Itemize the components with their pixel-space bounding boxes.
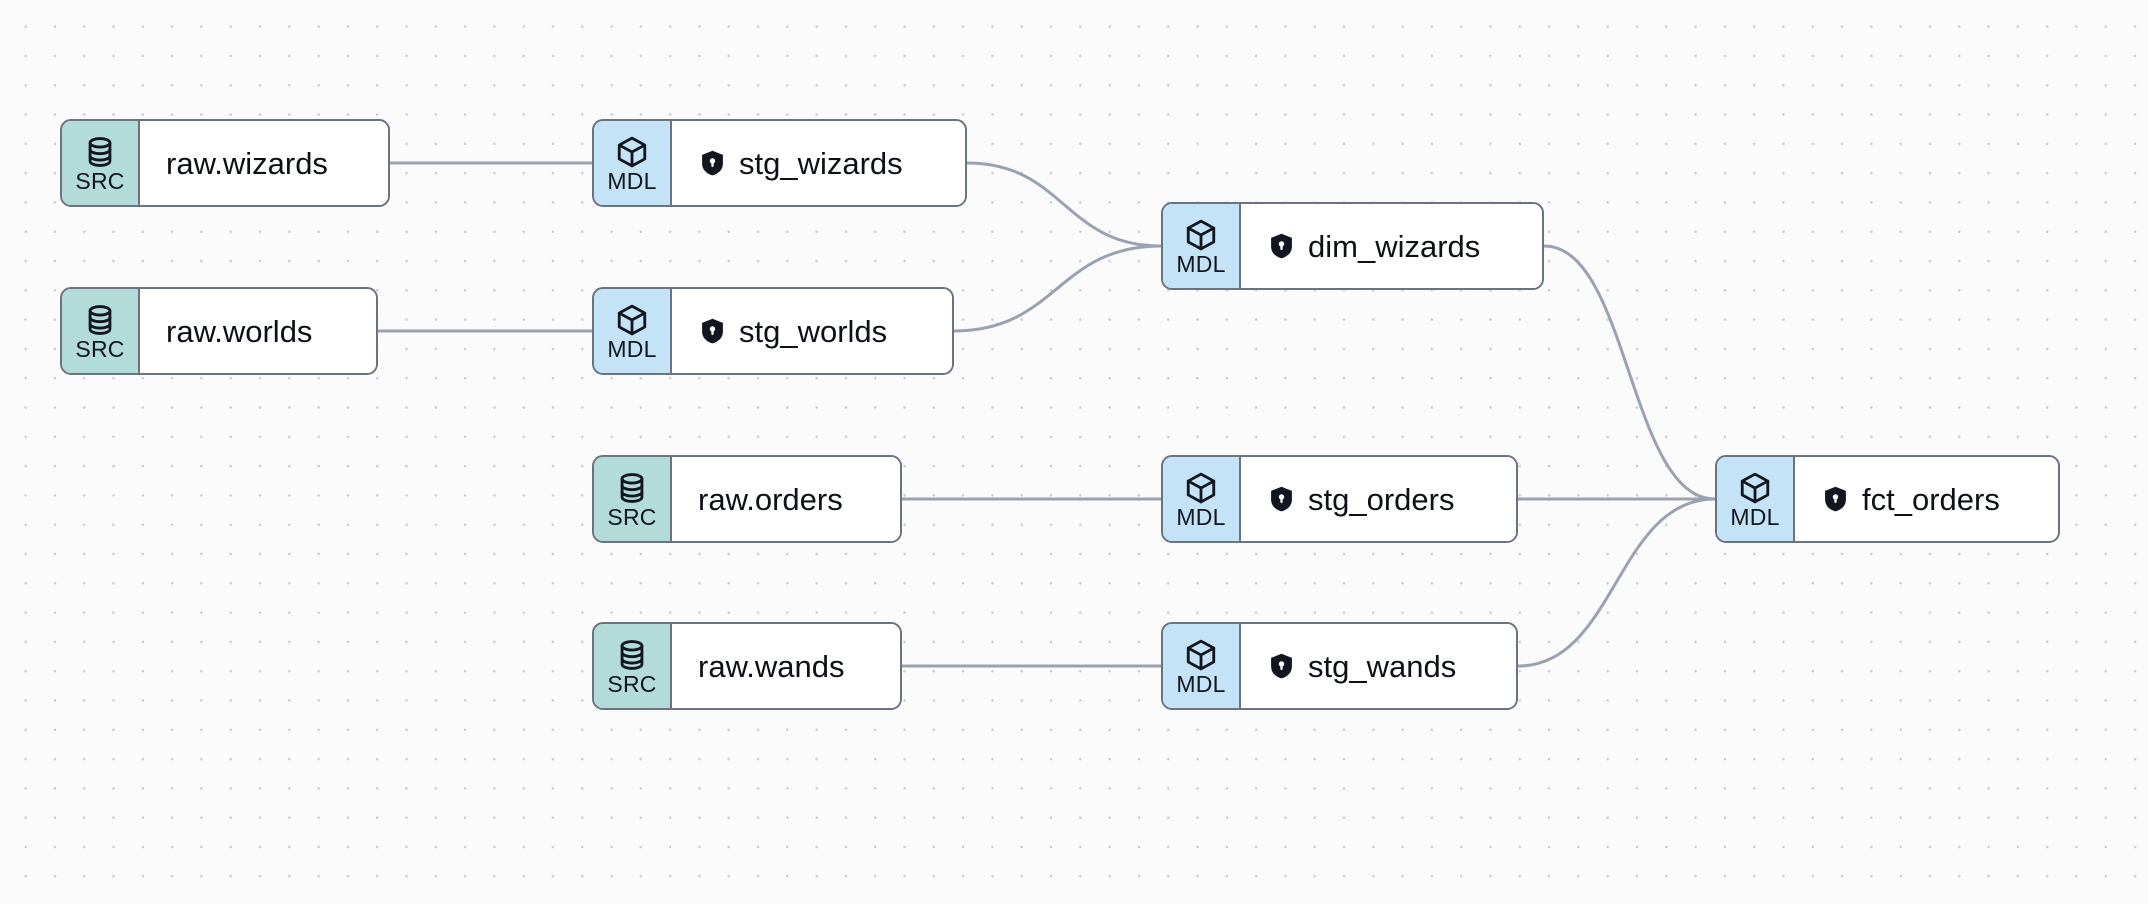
node-badge-src: SRC (62, 121, 140, 205)
node-dim-wizards[interactable]: MDL dim_wizards (1161, 202, 1544, 290)
node-badge-label: SRC (75, 168, 125, 194)
node-title: fct_orders (1862, 481, 2000, 517)
cube-icon (1182, 471, 1220, 505)
node-stg-worlds[interactable]: MDL stg_worlds (592, 287, 954, 375)
node-badge-label: MDL (607, 336, 657, 362)
node-badge-mdl: MDL (1163, 457, 1241, 541)
node-raw-worlds[interactable]: SRC raw.worlds (60, 287, 378, 375)
database-icon (81, 303, 119, 337)
node-badge-src: SRC (594, 624, 672, 708)
node-badge-label: SRC (75, 336, 125, 362)
node-body: stg_orders (1241, 457, 1516, 541)
node-raw-wizards[interactable]: SRC raw.wizards (60, 119, 390, 207)
node-title: stg_orders (1308, 481, 1455, 517)
node-title: raw.worlds (166, 313, 313, 349)
node-body: stg_wands (1241, 624, 1516, 708)
node-title: stg_wands (1308, 648, 1457, 684)
cube-icon (1182, 638, 1220, 672)
shield-lock-icon (1269, 232, 1294, 260)
node-badge-label: MDL (1176, 251, 1226, 277)
node-badge-mdl: MDL (1163, 624, 1241, 708)
node-stg-orders[interactable]: MDL stg_orders (1161, 455, 1518, 543)
node-body: raw.worlds (140, 289, 376, 373)
node-badge-mdl: MDL (1163, 204, 1241, 288)
node-badge-src: SRC (62, 289, 140, 373)
cube-icon (613, 303, 651, 337)
database-icon (613, 471, 651, 505)
node-body: stg_worlds (672, 289, 952, 373)
node-badge-label: MDL (607, 168, 657, 194)
node-badge-label: SRC (607, 671, 657, 697)
node-body: raw.orders (672, 457, 900, 541)
shield-lock-icon (1269, 652, 1294, 680)
node-badge-mdl: MDL (594, 121, 672, 205)
node-title: raw.wands (698, 648, 845, 684)
cube-icon (1182, 218, 1220, 252)
node-title: dim_wizards (1308, 228, 1481, 264)
node-fct-orders[interactable]: MDL fct_orders (1715, 455, 2060, 543)
node-badge-src: SRC (594, 457, 672, 541)
node-badge-mdl: MDL (594, 289, 672, 373)
database-icon (81, 135, 119, 169)
shield-lock-icon (700, 317, 725, 345)
edge-stg-wizards-to-dim-wizards[interactable] (965, 161, 1163, 248)
shield-lock-icon (1269, 485, 1294, 513)
edge-stg-worlds-to-dim-wizards[interactable] (952, 244, 1163, 333)
shield-lock-icon (700, 149, 725, 177)
node-badge-label: SRC (607, 504, 657, 530)
cube-icon (1736, 471, 1774, 505)
node-title: raw.orders (698, 481, 843, 517)
node-stg-wizards[interactable]: MDL stg_wizards (592, 119, 967, 207)
database-icon (613, 638, 651, 672)
node-body: stg_wizards (672, 121, 965, 205)
node-badge-label: MDL (1176, 504, 1226, 530)
node-raw-orders[interactable]: SRC raw.orders (592, 455, 902, 543)
node-body: fct_orders (1795, 457, 2058, 541)
node-badge-label: MDL (1730, 504, 1780, 530)
node-badge-mdl: MDL (1717, 457, 1795, 541)
node-title: stg_worlds (739, 313, 888, 349)
node-badge-label: MDL (1176, 671, 1226, 697)
node-raw-wands[interactable]: SRC raw.wands (592, 622, 902, 710)
edge-dim-wizards-to-fct-orders[interactable] (1542, 244, 1717, 501)
node-body: dim_wizards (1241, 204, 1542, 288)
node-title: stg_wizards (739, 145, 903, 181)
cube-icon (613, 135, 651, 169)
node-body: raw.wands (672, 624, 900, 708)
node-body: raw.wizards (140, 121, 388, 205)
node-stg-wands[interactable]: MDL stg_wands (1161, 622, 1518, 710)
node-title: raw.wizards (166, 145, 328, 181)
edge-stg-wands-to-fct-orders[interactable] (1516, 497, 1717, 668)
shield-lock-icon (1823, 485, 1848, 513)
